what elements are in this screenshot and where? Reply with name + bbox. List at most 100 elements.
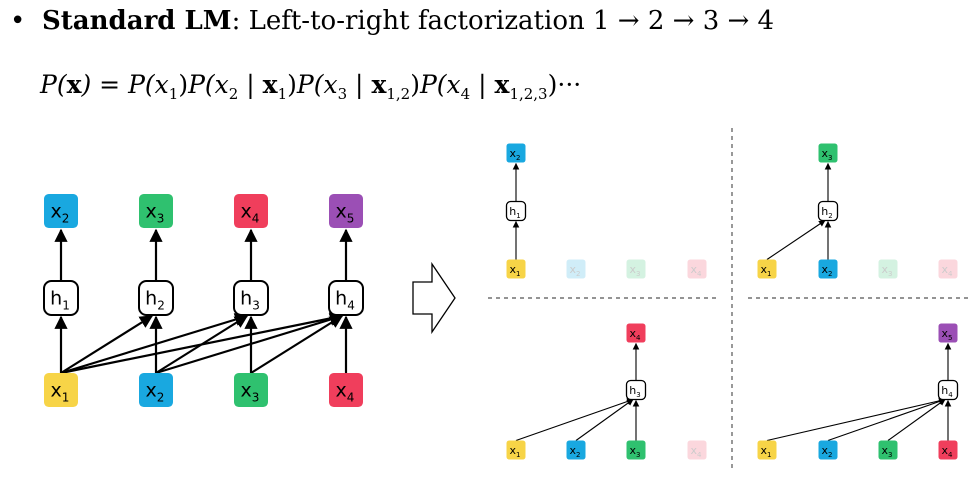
token-box (234, 373, 268, 407)
formula-ellipsis: ··· (557, 70, 582, 99)
panel3-input-x1: x1 (506, 440, 526, 460)
main-input-x1: x1 (44, 373, 78, 407)
token-box (878, 259, 898, 279)
node-label: x3 (882, 263, 893, 278)
edge-x1-h4 (60, 311, 344, 375)
main-output-x3: x3 (139, 194, 173, 228)
token-box (329, 194, 363, 228)
token-box (938, 440, 958, 460)
hidden-node-box (43, 280, 79, 316)
hidden-node-box (505, 200, 527, 222)
edge-x3-h4 (250, 315, 344, 374)
panel4-input-x2: x2 (818, 440, 838, 460)
panel4-edge-x1 (766, 397, 946, 442)
bullet: • (10, 6, 26, 36)
node-label: h1 (509, 205, 520, 220)
panel2-input-x3: x3 (878, 259, 898, 279)
token-box (757, 259, 777, 279)
panel1-input-x2: x2 (566, 259, 586, 279)
main-input-x4: x4 (329, 373, 363, 407)
node-label: x3 (882, 444, 893, 459)
edge-x1-h2 (60, 315, 154, 374)
main-input-x3: x3 (234, 373, 268, 407)
token-box (626, 323, 646, 343)
main-output-x4: x4 (234, 194, 268, 228)
token-box (506, 143, 526, 163)
heading-bold-label: Standard LM (42, 6, 232, 36)
panel1-input-x1: x1 (506, 259, 526, 279)
token-box (687, 440, 707, 460)
token-box (506, 440, 526, 460)
panel3-input-x4: x4 (687, 440, 707, 460)
node-label: x3 (241, 380, 260, 405)
node-label: x2 (146, 380, 165, 405)
node-label: x4 (630, 327, 642, 342)
node-label: h4 (335, 288, 355, 313)
hidden-node-box (138, 280, 174, 316)
panel2-hidden: h2 (817, 200, 839, 222)
main-input-x2: x2 (139, 373, 173, 407)
panel2-output: x3 (818, 143, 838, 163)
token-box (938, 259, 958, 279)
edge-x1-h3 (60, 313, 249, 375)
token-box (626, 440, 646, 460)
node-label: h4 (941, 384, 953, 399)
panel1-input-x4: x4 (687, 259, 707, 279)
token-box (44, 373, 78, 407)
main-hidden-h3: h3 (233, 280, 269, 316)
panel3-hidden: h3 (625, 379, 647, 401)
node-label: x4 (691, 263, 703, 278)
node-label: x4 (336, 380, 355, 405)
token-box (687, 259, 707, 279)
token-box (566, 259, 586, 279)
node-label: x2 (822, 263, 833, 278)
hidden-node-box (328, 280, 364, 316)
token-box (566, 440, 586, 460)
node-label: x3 (822, 147, 833, 162)
node-label: h3 (629, 384, 640, 399)
node-label: h3 (240, 288, 260, 313)
node-label: x5 (336, 201, 355, 226)
token-box (329, 373, 363, 407)
panel4-input-x1: x1 (757, 440, 777, 460)
formula-term-1: P(x1) (128, 70, 189, 103)
token-box (818, 143, 838, 163)
main-output-x5: x5 (329, 194, 363, 228)
node-label: x1 (761, 444, 772, 459)
node-label: x2 (570, 444, 581, 459)
node-label: x2 (510, 147, 521, 162)
node-label: x2 (51, 201, 70, 226)
panel2-input-x1: x1 (757, 259, 777, 279)
node-label: x4 (241, 201, 260, 226)
node-label: x4 (691, 444, 703, 459)
node-label: x1 (51, 380, 70, 405)
panel4-hidden: h4 (937, 379, 959, 401)
right-arrow-icon (412, 261, 456, 335)
panel2-input-x4: x4 (938, 259, 958, 279)
main-output-x2: x2 (44, 194, 78, 228)
panel3-edge-x1 (515, 398, 634, 442)
token-box (818, 259, 838, 279)
node-label: x3 (630, 444, 641, 459)
formula-term-3: P(x3 | x1,2) (296, 70, 420, 103)
main-hidden-h2: h2 (138, 280, 174, 316)
token-box (757, 440, 777, 460)
node-label: x5 (942, 327, 953, 342)
panel2-input-x2: x2 (818, 259, 838, 279)
panel3-input-x3: x3 (626, 440, 646, 460)
formula-term-4: P(x4 | x1,2,3) (419, 70, 558, 103)
token-box (938, 323, 958, 343)
panel1-input-x3: x3 (626, 259, 646, 279)
node-label: x1 (510, 444, 521, 459)
panel4-input-x4: x4 (938, 440, 958, 460)
main-hidden-h1: h1 (43, 280, 79, 316)
panel4-input-x3: x3 (878, 440, 898, 460)
node-label: x2 (570, 263, 581, 278)
hidden-node-box (817, 200, 839, 222)
node-label: x2 (822, 444, 833, 459)
token-box (234, 194, 268, 228)
panel4-output: x5 (938, 323, 958, 343)
heading: •Standard LM: Left-to-right factorizatio… (10, 6, 774, 36)
edge-x2-h4 (155, 313, 344, 375)
